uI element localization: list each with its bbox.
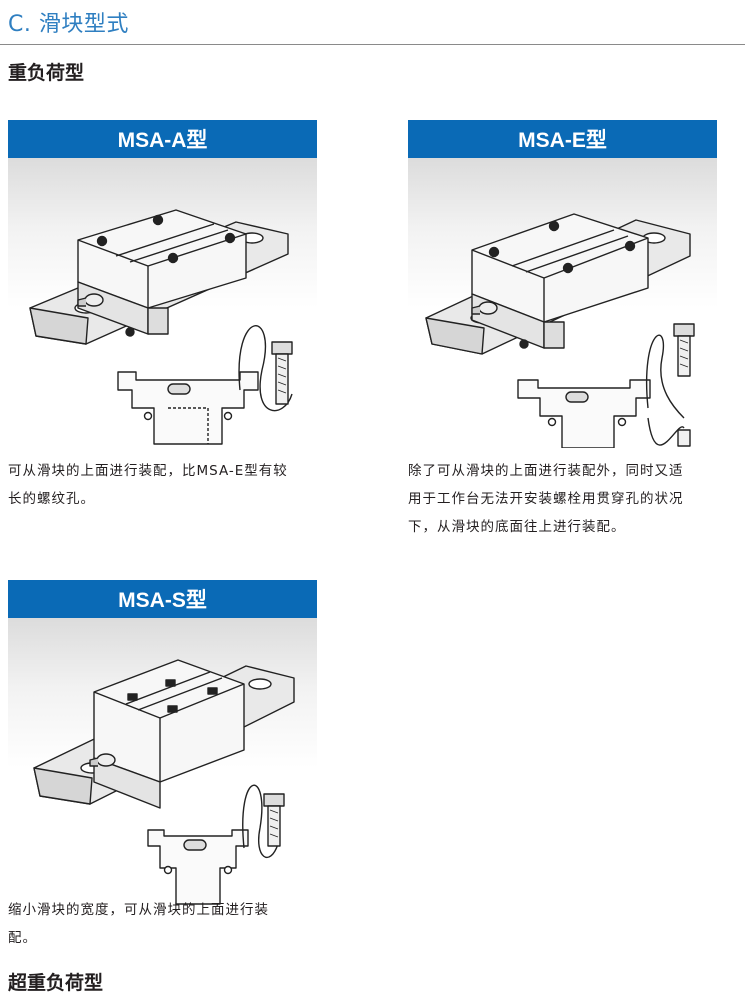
linear-guide-block-illustration <box>33 659 295 905</box>
product-card-msa-a: MSA-A型 <box>8 120 317 448</box>
description-line: 长的螺纹孔。 <box>8 491 95 507</box>
next-section-title: 超重负荷型 <box>8 972 104 994</box>
subsection-title: 重负荷型 <box>8 62 85 84</box>
section-title: C. 滑块型式 <box>8 12 129 37</box>
description-line: 用于工作台无法开安装螺栓用贯穿孔的状况 <box>408 491 684 507</box>
product-illustration <box>408 158 717 448</box>
card-title: MSA-E型 <box>408 120 717 158</box>
description-line: 配。 <box>8 930 37 946</box>
product-illustration <box>8 158 317 448</box>
card-description-msa-e: 除了可从滑块的上面进行装配外，同时又适 用于工作台无法开安装螺栓用贯穿孔的状况 … <box>408 457 728 541</box>
section-divider <box>0 44 745 45</box>
description-line: 可从滑块的上面进行装配，比MSA-E型有较 <box>8 463 288 479</box>
linear-guide-block-illustration <box>29 209 293 445</box>
product-illustration <box>8 618 317 908</box>
product-card-msa-s: MSA-S型 <box>8 580 317 908</box>
card-title: MSA-S型 <box>8 580 317 618</box>
product-card-msa-e: MSA-E型 <box>408 120 717 448</box>
description-line: 缩小滑块的宽度，可从滑块的上面进行装 <box>8 902 269 918</box>
description-line: 下，从滑块的底面往上进行装配。 <box>408 519 626 535</box>
card-title: MSA-A型 <box>8 120 317 158</box>
card-description-msa-a: 可从滑块的上面进行装配，比MSA-E型有较 长的螺纹孔。 <box>8 457 323 513</box>
card-description-msa-s: 缩小滑块的宽度，可从滑块的上面进行装 配。 <box>8 896 323 952</box>
description-line: 除了可从滑块的上面进行装配外，同时又适 <box>408 463 684 479</box>
linear-guide-block-illustration <box>425 213 695 448</box>
